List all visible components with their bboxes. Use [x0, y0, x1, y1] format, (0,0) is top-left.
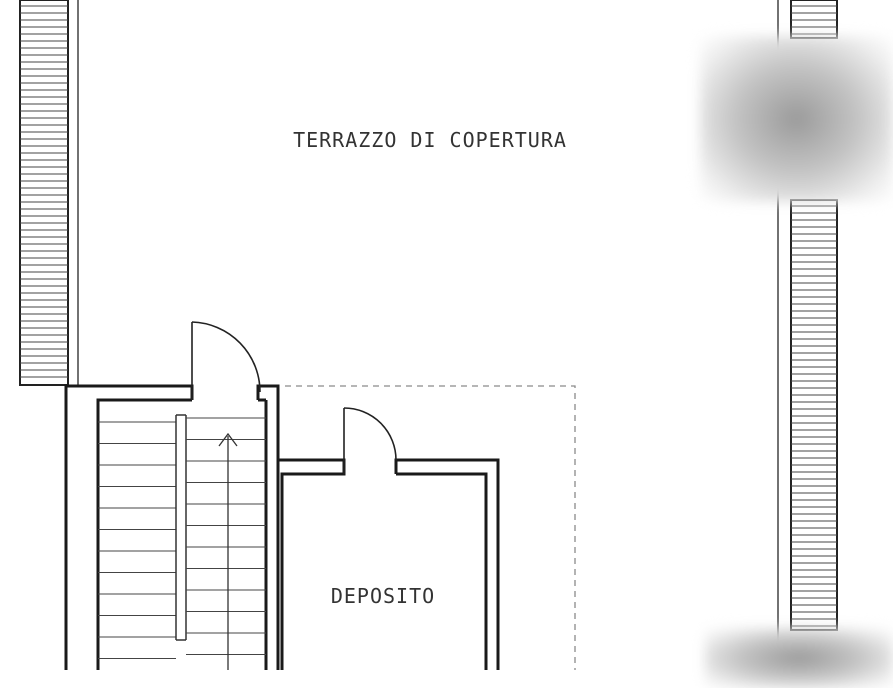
stairwell-walls [64, 384, 280, 670]
stair-door[interactable] [191, 321, 261, 400]
blurred-region-bottom [705, 628, 893, 688]
floor-plan: TERRAZZO DI COPERTURA DEPOSITO [19, 0, 838, 670]
left-railing [19, 0, 79, 386]
storage-door[interactable] [343, 407, 397, 474]
stair-flight-right [186, 417, 266, 655]
arrow-up-icon [218, 432, 238, 670]
stair-flight-left [98, 414, 187, 659]
blurred-region-top [700, 36, 893, 202]
dashed-boundary [285, 385, 576, 670]
storage-label: DEPOSITO [331, 584, 435, 608]
storage-walls [278, 458, 500, 670]
terrace-label: TERRAZZO DI COPERTURA [293, 128, 567, 152]
right-railing [777, 0, 838, 670]
